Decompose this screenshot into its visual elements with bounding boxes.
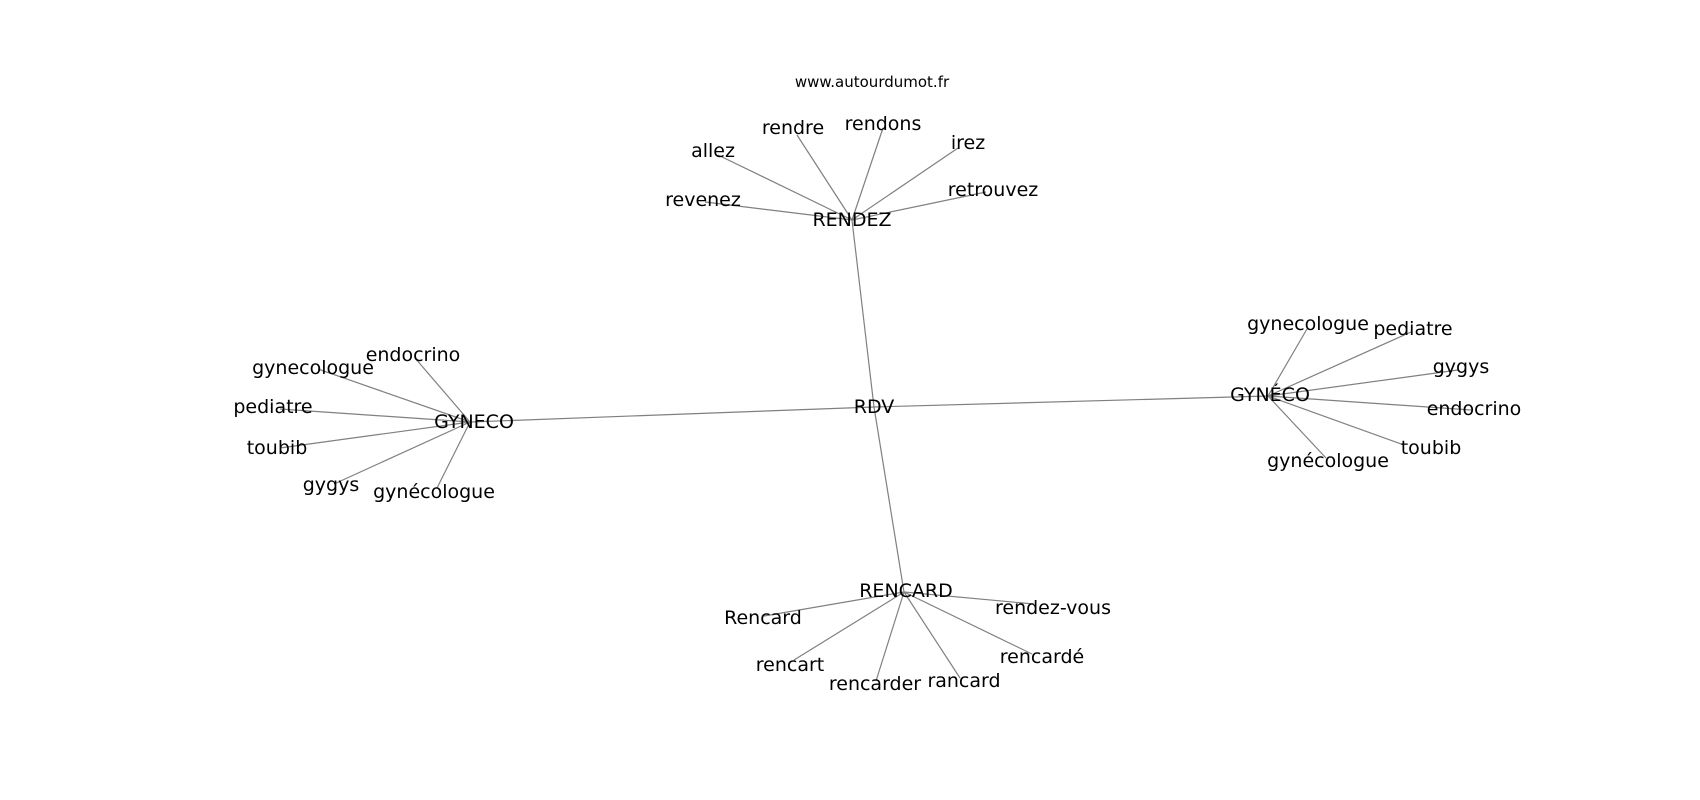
edge-rencard-leaf [903,591,1035,605]
edge-gyneco-accent-leaf [1267,395,1405,446]
leaf-node-label: gygys [303,474,360,496]
leaf-node-label: Rencard [724,607,802,629]
hub-node-gyneco: GYNECO [434,411,514,433]
hub-node-rencard: RENCARD [859,580,953,602]
leaf-node-label: allez [691,140,735,162]
hub-node-rendez: RENDEZ [812,209,891,231]
leaf-node-label: endocrino [366,344,461,366]
leaf-node-label: retrouvez [948,179,1039,201]
leaf-node-label: rendez-vous [995,597,1111,619]
edge-gyneco-accent-leaf [1267,328,1308,397]
leaf-node-label: gynécologue [373,481,495,503]
leaf-node-label: endocrino [1427,398,1522,420]
leaf-node-label: gynécologue [1267,450,1389,472]
edge-gyneco-leaf [414,357,471,423]
edge-rendez-leaf [851,127,884,221]
leaf-node-label: gynecologue [252,357,374,379]
edge-rencard-leaf [903,591,1033,655]
leaf-node-label: pediatre [1373,318,1452,340]
site-url: www.autourdumot.fr [795,73,950,91]
labels-layer: www.autourdumot.fr allez rendre rendons ire… [233,73,1521,695]
leaf-node-label: rencardé [1000,646,1084,668]
edge-gyneco-leaf [317,368,471,423]
edge-center-rencard [873,406,905,593]
leaf-node-label: revenez [665,189,741,211]
edge-gyneco-accent-leaf [1267,395,1472,411]
hub-node-gyneco-accent: GYNÉCO [1230,383,1310,406]
edge-gyneco-leaf [333,421,471,485]
edge-rendez-leaf [851,147,959,221]
leaf-node-label: rencart [756,654,824,676]
edge-center-gyneco [469,406,875,423]
leaf-node-label: gynecologue [1247,313,1369,335]
leaf-node-label: rendre [762,117,824,139]
leaf-node-label: pediatre [233,396,312,418]
center-node: RDV [854,396,895,418]
edge-center-rendez [851,219,875,408]
leaf-node-label: rancard [927,670,1000,692]
edge-gyneco-accent-leaf [1267,395,1327,459]
leaf-node-label: irez [951,132,985,154]
edge-rendez-leaf [796,134,853,221]
edge-center-gyneco-accent [873,395,1269,408]
edge-rendez-leaf [851,191,987,221]
edge-gyneco-accent-leaf [1267,369,1459,397]
edge-rencard-leaf [763,591,905,617]
edge-gyneco-leaf [279,408,471,423]
edge-rencard-leaf [903,591,961,679]
edge-rendez-leaf [717,154,853,221]
leaf-node-label: gygys [1433,356,1490,378]
edges-layer [279,127,1472,682]
edge-rencard-leaf [875,591,905,682]
leaf-node-label: toubib [247,437,308,459]
edge-rendez-leaf [704,201,853,221]
leaf-node-label: toubib [1401,437,1462,459]
edge-gyneco-leaf [279,421,471,449]
edge-gyneco-leaf [436,421,471,489]
leaf-node-label: rencarder [829,673,921,695]
leaf-node-label: rendons [845,113,922,135]
edge-rencard-leaf [793,591,905,661]
edge-gyneco-accent-leaf [1267,331,1412,397]
